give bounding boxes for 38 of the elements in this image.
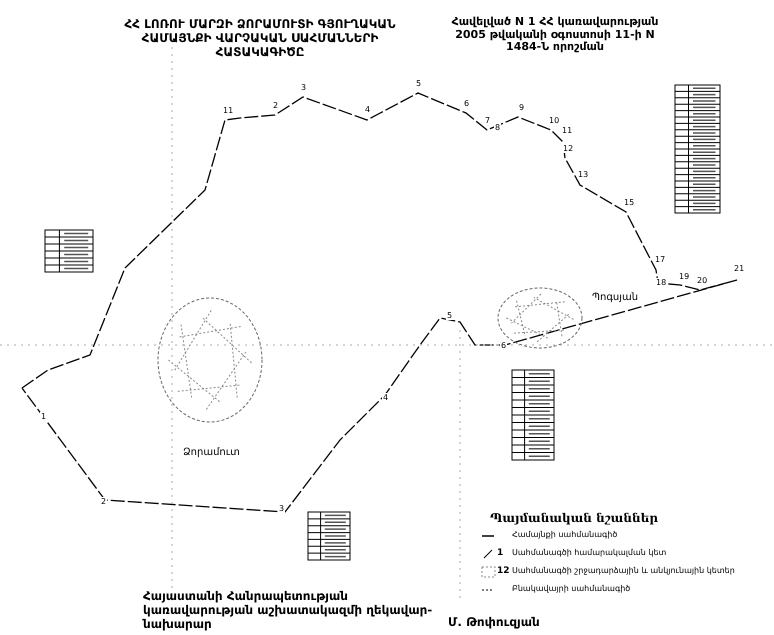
village-name: Ձորամուտ [183, 447, 240, 458]
map-title: ՀՀ ԼՈՌՈՒ ՄԱՐԶԻ ՁՈՐԱՄՈՒՏԻ ԳՅՈՒՂԱԿԱՆ ՀԱՄԱՅՆՔԻ ՎԱՐՉԱԿԱՆ ՍԱՀՄԱՆՆԵՐԻ ՀԱՏԱԿԱԳԻԾԸ [123, 18, 397, 60]
point-number: 4 [382, 393, 390, 402]
point-number: 5 [446, 311, 454, 320]
point-number: 18 [655, 278, 668, 288]
point-number: 8 [494, 123, 502, 132]
legend-text: Սահմանագծի համարակալման կետ [512, 548, 668, 558]
point-number: 21 [733, 264, 746, 274]
point-number: 6 [463, 99, 470, 108]
point-number: 7 [484, 116, 492, 126]
point-number: 15 [623, 198, 636, 208]
point-number: 12 [562, 144, 574, 154]
point-number: 20 [696, 276, 708, 286]
legend-symbol-number: 12 [497, 566, 510, 576]
point-number: 3 [300, 83, 308, 92]
point-number: 2 [272, 101, 280, 110]
legend-text: Բնակավայրի սահմանագիծ [512, 584, 632, 594]
point-number: 11 [561, 126, 574, 136]
point-number: 17 [654, 255, 666, 264]
village-name: Պոգսյան [592, 292, 638, 304]
point-number: 1 [40, 412, 48, 422]
point-number: 11 [222, 106, 234, 116]
legend-title: Պայմանական նշաններ [490, 512, 658, 526]
legend-text: Համայնքի սահմանագիծ [512, 530, 618, 540]
point-number: 6 [500, 341, 508, 350]
signer-title: Հայաստանի Հանրապետության կառավարության աշխատակազմի ղեկավար-նախարար [143, 590, 434, 632]
point-number: 13 [577, 170, 590, 180]
point-number: 10 [548, 116, 560, 126]
annex-note: Հավելված N 1 ՀՀ կառավարության 2005 թվականի օգոստոսի 11-ի N 1484-Ն որոշման [450, 16, 660, 54]
legend-symbol-number: 1 [497, 548, 504, 558]
point-number: 3 [278, 504, 286, 514]
point-number: 5 [415, 79, 422, 88]
signer-name: Մ. Թոփուզյան [448, 616, 540, 630]
point-number: 4 [364, 105, 372, 114]
point-number: 19 [678, 272, 690, 282]
point-number: 2 [100, 497, 108, 506]
legend-text: Սահմանագծի շրջադարձային և անկյունային կետեր [512, 566, 736, 576]
point-number: 9 [518, 103, 526, 112]
